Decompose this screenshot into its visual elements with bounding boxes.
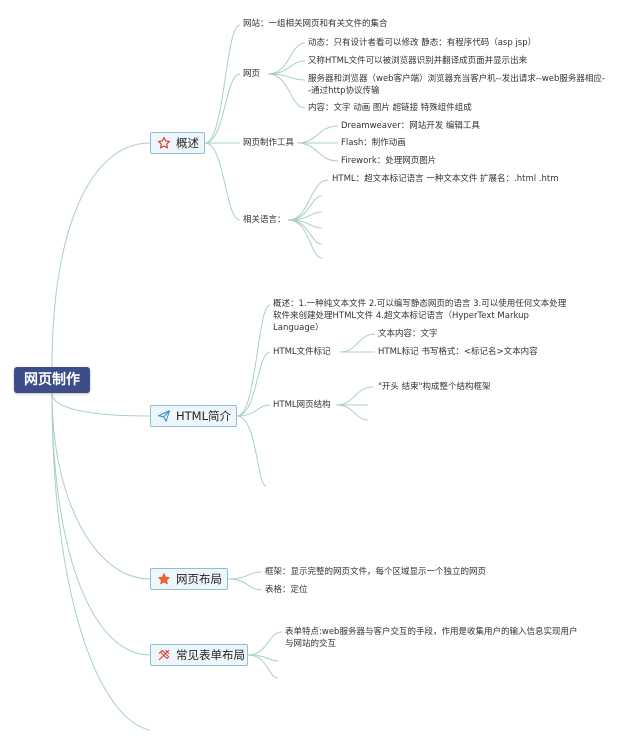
paper-plane-icon (157, 410, 171, 422)
markup-label: HTML文件标记 (273, 347, 331, 357)
branch-html-intro[interactable]: HTML简介 (150, 405, 237, 427)
webpage-item: 又称HTML文件可以被浏览器识别并翻译成页面并显示出来 (308, 56, 528, 66)
tools-icon (158, 649, 170, 661)
layout-item: 表格：定位 (265, 585, 308, 595)
tools-item: Flash：制作动画 (341, 138, 406, 148)
tools-label: 网页制作工具 (243, 138, 295, 148)
tools-item: Dreamweaver：网站开发 编辑工具 (341, 121, 480, 131)
markup-item: 文本内容：文字 (378, 329, 438, 339)
branch-layout[interactable]: 网页布局 (150, 568, 228, 590)
branch-layout-label: 网页布局 (176, 572, 222, 586)
structure-label: HTML网页结构 (273, 400, 331, 410)
star-outline-icon (157, 136, 171, 149)
webpage-item: 内容：文字 动画 图片 超链接 特殊组件组成 (308, 103, 472, 113)
branch-forms-label: 常见表单布局 (176, 648, 245, 662)
branch-overview-label: 概述 (176, 136, 199, 150)
forms-item: 表单特点:web服务器与客户交互的手段，作用是收集用户的输入信息实现用户与网站的… (285, 627, 578, 649)
webpage-item: 服务器和浏览器（web客户端）浏览器充当客户机--发出请求--web服务器相应-… (308, 74, 605, 96)
star-filled-icon (158, 573, 170, 585)
html-summary: 概述：1.一种纯文本文件 2.可以编写静态网页的语言 3.可以使用任何文本处理软… (273, 299, 567, 333)
webpage-label: 网页 (243, 69, 261, 79)
structure-item: "开头 结束"构成整个结构框架 (378, 382, 491, 392)
tools-item: Firework：处理网页图片 (341, 156, 437, 166)
root-node[interactable]: 网页制作 (14, 367, 90, 393)
languages-label: 相关语言： (243, 215, 286, 225)
branch-forms[interactable]: 常见表单布局 (150, 644, 248, 666)
languages-item: HTML：超文本标记语言 一种文本文件 扩展名：.html .htm (332, 174, 559, 184)
markup-item: HTML标记 书写格式：<标记名>文本内容 (378, 347, 538, 357)
webpage-item: 动态：只有设计者看可以修改 静态：有程序代码（asp jsp） (308, 38, 537, 48)
branch-html-intro-label: HTML简介 (176, 409, 232, 423)
root-title: 网页制作 (24, 372, 80, 388)
overview-site: 网站：一组相关网页和有关文件的集合 (243, 19, 388, 29)
branch-overview[interactable]: 概述 (150, 132, 205, 154)
layout-item: 框架：显示完整的网页文件，每个区域显示一个独立的网页 (265, 567, 487, 577)
